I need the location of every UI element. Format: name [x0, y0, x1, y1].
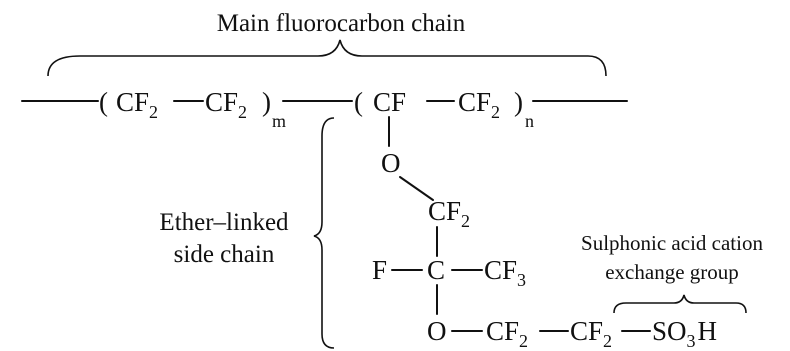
cf2-f-text: CF2: [570, 316, 612, 351]
open-paren-m: (: [99, 87, 108, 117]
oxygen-2: O: [427, 316, 447, 346]
open-paren-n: (: [354, 87, 363, 117]
acid-group-label-line2: exchange group: [605, 260, 739, 284]
fluorine-atom: F: [372, 255, 387, 285]
carbon-atom: C: [427, 255, 445, 285]
so3h-text: SO3H: [652, 316, 717, 351]
side-chain-brace: [313, 117, 335, 349]
cf2-a-text: CF2: [116, 87, 158, 122]
acid-group-label-line1: Sulphonic acid cation: [581, 231, 763, 255]
o-cf2-bond: [399, 176, 434, 201]
cf2-d-text: CF2: [428, 196, 470, 231]
cf2-c-text: CF2: [458, 87, 500, 122]
side-chain-label-line1: Ether–linked: [159, 209, 289, 236]
oxygen-1: O: [381, 148, 401, 178]
close-paren-m: ): [262, 87, 271, 117]
cf-text: CF: [373, 87, 406, 117]
cf2-b-text: CF2: [205, 87, 247, 122]
repeat-n-subscript: n: [525, 111, 534, 131]
repeat-m-subscript: m: [272, 111, 286, 131]
cf2-e-text: CF2: [486, 316, 528, 351]
main-chain-brace: [47, 39, 607, 77]
side-chain-label-line2: side chain: [174, 241, 275, 268]
acid-group-brace: [613, 294, 747, 314]
main-chain-label: Main fluorocarbon chain: [217, 10, 466, 37]
close-paren-n: ): [514, 87, 523, 117]
cf3-text: CF3: [484, 255, 526, 290]
